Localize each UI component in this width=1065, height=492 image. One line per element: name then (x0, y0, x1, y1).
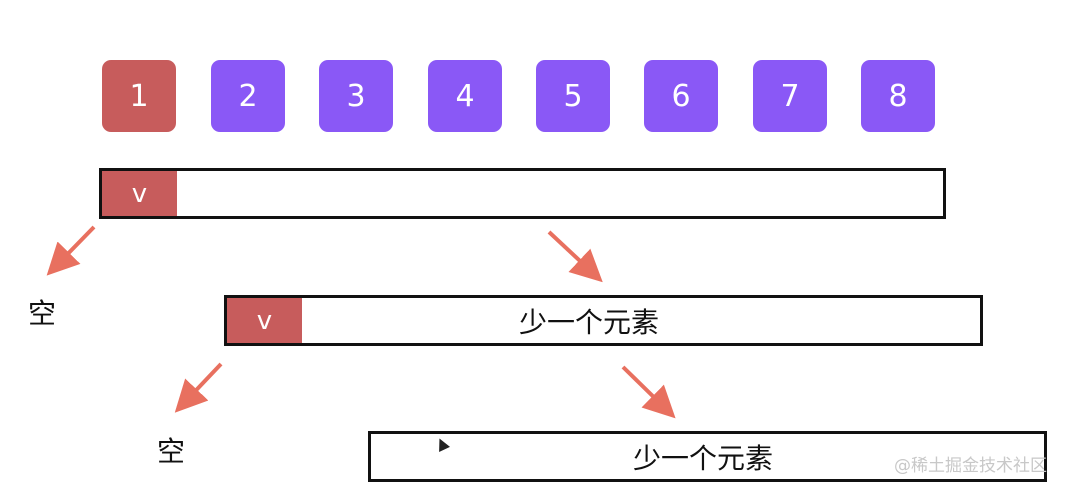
tile-4: 4 (428, 60, 502, 132)
tile-3: 3 (319, 60, 393, 132)
watermark: @稀土掘金技术社区 (894, 456, 1047, 476)
tile-7: 7 (753, 60, 827, 132)
level-1-bar: v (99, 168, 946, 219)
arrow-level1-left (46, 225, 96, 276)
empty-label-1: 空 (28, 297, 57, 330)
tile-5: 5 (536, 60, 610, 132)
level-2-rest-label: 少一个元素 (519, 305, 660, 339)
tile-6: 6 (644, 60, 718, 132)
arrow-level2-right (621, 365, 676, 419)
empty-label-2: 空 (157, 435, 186, 468)
tile-8: 8 (861, 60, 935, 132)
level-1-pivot-cell: v (102, 171, 177, 216)
arrow-level2-left (174, 362, 223, 413)
level-3-rest-label: 少一个元素 (633, 441, 774, 475)
arrow-level1-right (547, 230, 603, 283)
tile-1: 1 (102, 60, 176, 132)
level-2-bar: v 少一个元素 (224, 295, 983, 346)
level-2-pivot-cell: v (227, 298, 302, 343)
tile-2: 2 (211, 60, 285, 132)
level-3-bar: 少一个元素 (368, 431, 1047, 482)
